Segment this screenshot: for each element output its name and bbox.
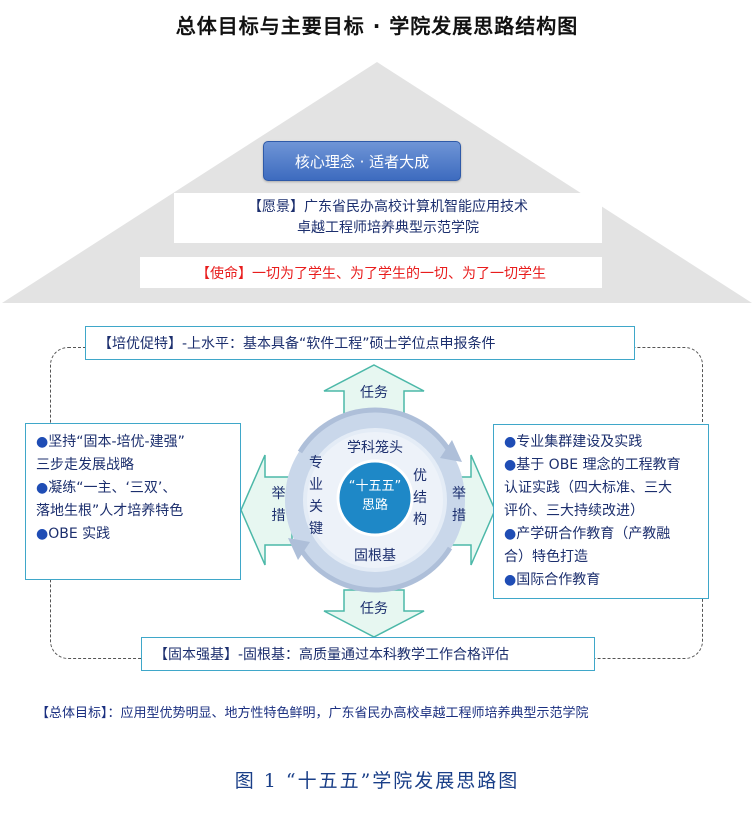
bullet-dot-icon: ● [36,434,49,450]
left-item-5: ●OBE 实践 [36,526,111,542]
down-arrow [323,589,425,638]
right-item-4: 评价、三大持续改进） [504,503,644,519]
right-measures-box: ●专业集群建设及实践 ●基于 OBE 理念的工程教育 认证实践（四大标准、三大 … [493,424,709,599]
left-item-4: 落地生根”人才培养特色 [36,503,184,519]
down-task-label: 任务 [360,601,388,617]
mission-box: 【使命】一切为了学生、为了学生的一切、为了一切学生 [140,257,602,288]
ring-bottom-label: 固根基 [354,548,396,564]
right-item-5: ●产学研合作教育（产教融 [504,526,671,542]
center-circle [336,459,414,537]
right-item-6: 合）特色打造 [504,549,588,565]
left-item-1: ●坚持“固本-培优-建强” [36,434,185,450]
bullet-dot-icon: ● [504,434,517,450]
vision-line-1: 【愿景】广东省民办高校计算机智能应用技术 [248,199,528,215]
center-label: “十五五” 思路 [338,477,412,515]
ring-left-label: 专 业 关 键 [306,452,326,540]
right-item-7: ●国际合作教育 [504,572,601,588]
right-item-2: ●基于 OBE 理念的工程教育 [504,457,681,473]
ring-right-char-3: 构 [413,512,427,528]
vision-box: 【愿景】广东省民办高校计算机智能应用技术 卓越工程师培养典型示范学院 [174,193,602,243]
bullet-dot-icon: ● [36,526,49,542]
top-goal-box: 【培优促特】-上水平：基本具备“软件工程”硕士学位点申报条件 [85,326,635,360]
ring-left-char-3: 关 [309,499,323,515]
up-task-label: 任务 [360,385,388,401]
center-line-1: “十五五” [348,479,402,494]
ring-arc-bottom [297,546,453,593]
ring-arc-top [297,407,453,454]
right-measure-label: 举 措 [447,483,471,527]
left-measure-char-2: 措 [271,508,286,524]
vision-line-2: 卓越工程师培养典型示范学院 [297,220,479,236]
center-line-2: 思路 [361,498,388,513]
overall-goal-text: 【总体目标】：应用型优势明显、地方性特色鲜明，广东省民办高校卓越工程师培养典型示… [36,706,589,721]
figure-caption: 图 1 “十五五”学院发展思路图 [234,770,520,792]
core-concept-box: 核心理念 · 适者大成 [263,141,461,181]
right-measure-char-1: 举 [452,486,466,502]
right-item-1: ●专业集群建设及实践 [504,434,643,450]
right-measure-char-2: 措 [452,508,466,524]
bottom-goal-box: 【固本强基】-固根基：高质量通过本科教学工作合格评估 [141,637,595,671]
left-measure-label: 举 措 [265,483,292,527]
left-item-2: 三步走发展战略 [36,457,134,473]
ring-left-char-2: 业 [309,477,323,493]
left-measure-char-1: 举 [271,486,286,502]
ring-top-label: 学科笼头 [347,440,403,456]
left-measures-box: ●坚持“固本-培优-建强” 三步走发展战略 ●凝练“一主、‘三双’、 落地生根”… [25,423,241,580]
diagram-title: 总体目标与主要目标 · 学院发展思路结构图 [175,14,579,38]
ring-right-char-2: 结 [413,490,427,506]
ring-left-char-4: 键 [309,521,323,537]
bullet-dot-icon: ● [504,572,517,588]
bullet-dot-icon: ● [36,480,49,496]
left-item-3: ●凝练“一主、‘三双’、 [36,480,177,496]
ring-arrowhead-right [440,440,462,462]
right-item-3: 认证实践（四大标准、三大 [504,480,672,496]
ring-arrowhead-left [288,538,310,560]
ring-right-char-1: 优 [413,468,427,484]
ring-right-label: 优 结 构 [410,465,430,531]
ring-left-char-1: 专 [309,455,323,471]
bullet-dot-icon: ● [504,457,517,473]
bullet-dot-icon: ● [504,526,517,542]
